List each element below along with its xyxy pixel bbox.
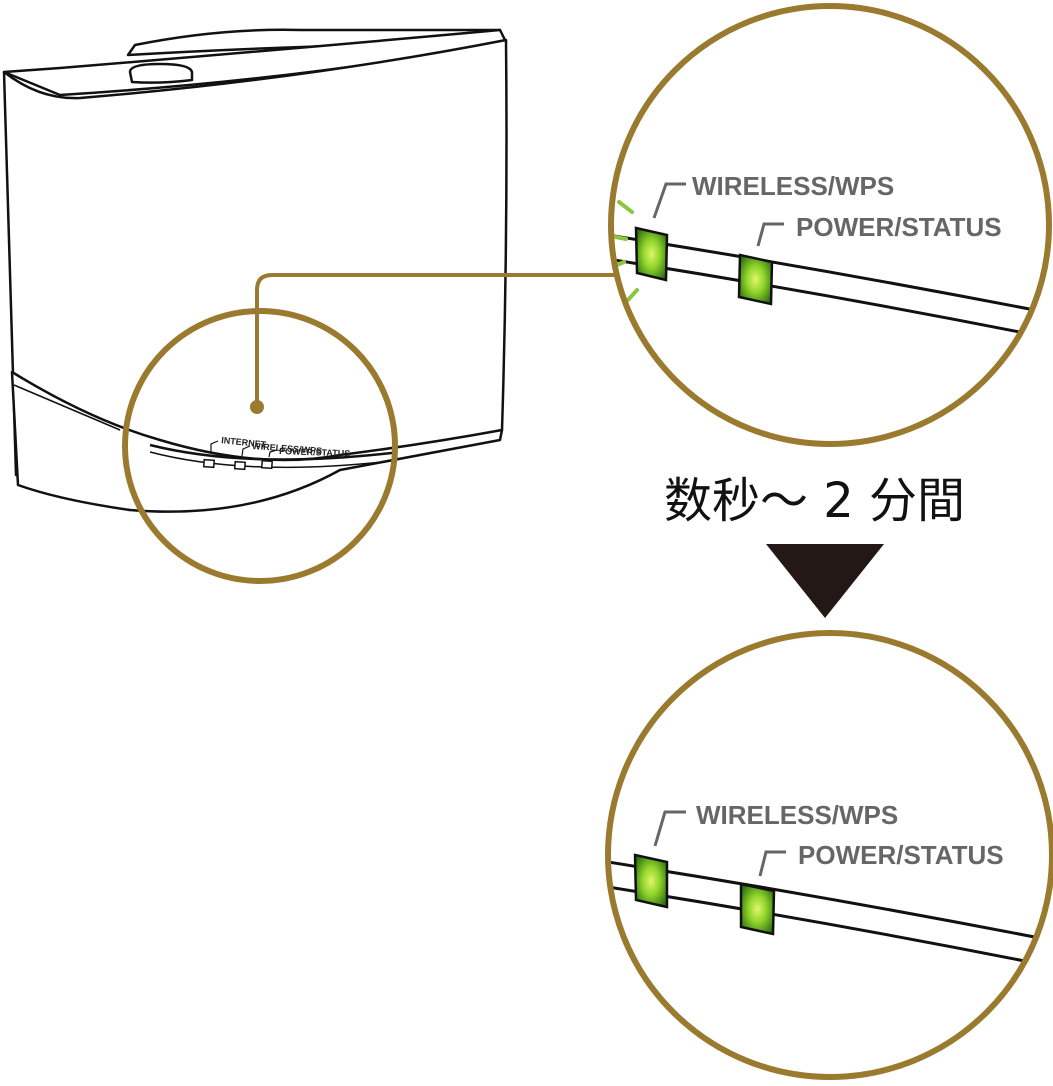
zoom-connector-dot (250, 400, 264, 414)
wireless-label-before: WIRELESS/WPS (692, 171, 894, 201)
power-led-before (737, 253, 774, 306)
power-label-before: POWER/STATUS (796, 212, 1002, 242)
wireless-label-after: WIRELESS/WPS (696, 800, 898, 830)
router-top-button (128, 62, 194, 84)
router-top-surface (2, 28, 508, 97)
device-led-area: INTERNET WIRELESS/WPS POWER/STATUS (149, 435, 395, 471)
device-label-power: POWER/STATUS (279, 446, 350, 458)
zoom-connector-line (255, 273, 614, 407)
device-label-wireless: WIRELESS/WPS (252, 441, 323, 456)
zoom-after: WIRELESS/WPS POWER/STATUS (605, 630, 1053, 1080)
down-triangle-icon (766, 544, 884, 618)
device-label-internet: INTERNET (221, 435, 267, 450)
device-led-power (260, 459, 273, 470)
router-top-cap (126, 28, 502, 57)
wireless-led-after (633, 853, 669, 909)
device-led-wireless (233, 460, 246, 471)
power-led-after (739, 882, 776, 936)
zoom-before: WIRELESS/WPS POWER/STATUS (608, 3, 1052, 447)
wireless-led-before (634, 226, 669, 282)
device-led-internet (202, 458, 215, 469)
duration-caption: 数秒～ 2 分間 (664, 473, 965, 529)
device-highlight-circle (122, 308, 398, 584)
power-label-after: POWER/STATUS (798, 840, 1004, 870)
